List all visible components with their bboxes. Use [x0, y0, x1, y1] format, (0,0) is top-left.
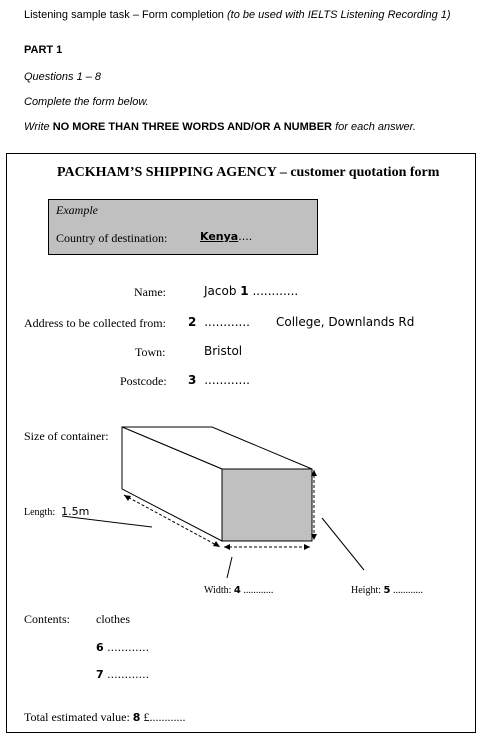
address-label: Address to be collected from: [24, 316, 166, 330]
intro-line: Listening sample task – Form completion … [24, 9, 451, 21]
instruction-post: for each answer. [332, 121, 416, 133]
example-box [48, 199, 318, 255]
example-label: Country of destination: [56, 231, 168, 245]
postcode-field[interactable]: 3 ............ [188, 373, 250, 387]
container-front-face [221, 468, 313, 542]
instruction-pre: Write [24, 121, 53, 133]
question-7-field[interactable]: 7 ............ [96, 668, 149, 681]
instruction-complete: Complete the form below. [24, 96, 149, 108]
example-heading: Example [56, 203, 98, 217]
town-label: Town: [135, 345, 166, 359]
example-dots: .... [238, 230, 253, 243]
intro-plain: Listening sample task – Form completion [24, 9, 227, 21]
width-leader-line [226, 556, 233, 579]
contents-value: clothes [96, 612, 130, 626]
example-answer: Kenya.... [200, 230, 252, 243]
question-4-blank: ............ [243, 585, 274, 596]
currency-symbol: £ [143, 710, 150, 724]
part-heading: PART 1 [24, 44, 63, 56]
contents-label: Contents: [24, 612, 71, 626]
question-7-blank: ............ [107, 668, 150, 681]
question-6-number: 6 [96, 641, 104, 654]
instruction-bold: NO MORE THAN THREE WORDS AND/OR A NUMBER [52, 121, 333, 133]
length-dimension-arrow [123, 494, 221, 548]
question-6-blank: ............ [107, 641, 150, 654]
intro-italic: (to be used with IELTS Listening Recordi… [226, 9, 451, 21]
question-3-blank: ............ [204, 373, 250, 387]
length-label-group: Length: 1.5m [24, 502, 89, 520]
question-2-number: 2 [188, 315, 197, 329]
length-label: Length: [24, 507, 56, 518]
address-field[interactable]: 2 ............ [188, 315, 250, 329]
name-field[interactable]: Jacob 1 ............ [204, 284, 298, 298]
length-value: 1.5m [61, 505, 90, 518]
question-1-blank: ............ [252, 284, 299, 298]
question-2-blank: ............ [204, 315, 250, 329]
quotation-form-box [6, 153, 476, 733]
question-6-field[interactable]: 6 ............ [96, 641, 149, 654]
question-1-number: 1 [240, 284, 249, 298]
questions-range: Questions 1 – 8 [24, 71, 102, 83]
question-5-number: 5 [383, 585, 391, 596]
example-answer-value: Kenya [200, 230, 239, 243]
instruction-word-limit: Write NO MORE THAN THREE WORDS AND/OR A … [24, 121, 416, 133]
postcode-label: Postcode: [120, 374, 167, 388]
question-4-number: 4 [233, 585, 241, 596]
total-value-field[interactable]: Total estimated value: 8 £............ [24, 710, 185, 725]
name-value: Jacob [204, 284, 237, 298]
length-leader-line [61, 515, 153, 528]
question-8-number: 8 [132, 711, 141, 724]
address-value: College, Downlands Rd [276, 315, 415, 329]
width-field[interactable]: Width: 4 ............ [204, 585, 273, 596]
name-label: Name: [134, 285, 166, 299]
town-value: Bristol [204, 344, 243, 358]
container-size-label: Size of container: [24, 429, 109, 443]
question-8-blank: ............ [149, 710, 186, 724]
height-leader-line [321, 517, 365, 571]
height-label: Height: [351, 585, 381, 596]
question-5-blank: ............ [392, 585, 423, 596]
height-field[interactable]: Height: 5 ............ [351, 585, 423, 596]
question-3-number: 3 [188, 373, 197, 387]
width-label: Width: [204, 585, 232, 596]
form-title: PACKHAM’S SHIPPING AGENCY – customer quo… [57, 165, 440, 180]
total-label: Total estimated value: [24, 710, 130, 724]
question-7-number: 7 [96, 668, 104, 681]
